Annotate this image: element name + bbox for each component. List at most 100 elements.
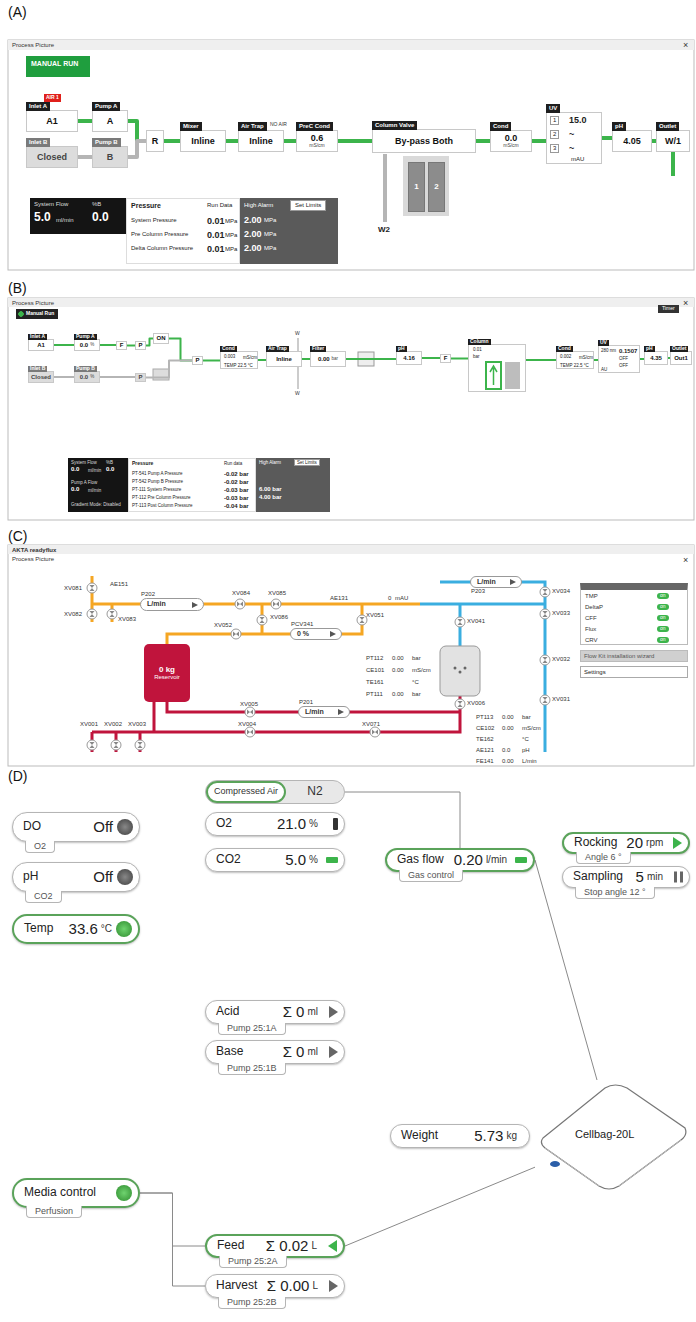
node-text: MPa [225, 246, 237, 253]
node-body: Settings [581, 667, 687, 677]
node-text: Column [468, 339, 491, 345]
layout-shape [245, 727, 255, 737]
node-text: -0.03 bar [224, 495, 249, 502]
control-pill: Gas flow0.20l/minGas control [385, 848, 535, 872]
text-label: FE141 [476, 758, 494, 765]
node-text: Perfusion [26, 1206, 82, 1218]
pipe-connector [226, 139, 238, 143]
text-label: XV004 [238, 721, 256, 728]
node-text: Inlet A [26, 102, 50, 111]
layout-shape [90, 611, 95, 617]
node-text: 1 [550, 116, 559, 125]
process-box: ClosedInlet B [26, 146, 78, 168]
text-label: AKTA readyflux [12, 547, 56, 554]
control-knob [333, 818, 338, 830]
pipe-connector [338, 139, 372, 143]
node-text: Closed [37, 152, 67, 162]
text-label: (D) [8, 768, 27, 784]
node-body: L/min [141, 599, 203, 610]
node-text: 2.00 [244, 243, 262, 253]
layout-shape [247, 730, 253, 735]
node-text: 0.01 [207, 216, 225, 226]
text-label: XV085 [268, 590, 286, 597]
text-label: AE121 [476, 747, 494, 754]
process-box: InlineAir Trap [266, 351, 302, 367]
pipe-connector [476, 139, 490, 143]
node-body: HarvestΣ 0.00L [206, 1275, 344, 1297]
node-body: Rocking20rpm [564, 834, 688, 852]
node-text: P203 [471, 588, 485, 595]
control-knob [116, 1185, 132, 1201]
pipe-connector [54, 344, 74, 346]
text-label: XV006 [467, 700, 485, 707]
layout-shape [454, 667, 457, 670]
layout-shape [370, 727, 380, 737]
control-pill: Rocking20rpmAngle 6 ° [562, 832, 690, 854]
layout-shape [540, 695, 550, 705]
layout-shape [107, 609, 117, 619]
node-text: 20 [626, 834, 643, 851]
layout-shape [111, 740, 121, 750]
node-text: 5.0 [34, 211, 51, 225]
text-label: XV081 [64, 585, 82, 592]
node-text: System Flow [34, 201, 68, 208]
node-text: Inlet B [26, 138, 50, 147]
node-text: Cond [490, 122, 511, 131]
node-text: W/1 [665, 136, 681, 146]
text-label: AE131 [330, 595, 348, 602]
layout-shape [111, 740, 121, 750]
layout-shape [233, 632, 239, 637]
node-text: PT-111 System Pressure [132, 487, 181, 492]
node-text: UV [546, 104, 560, 113]
node-text: on [657, 637, 669, 643]
node-text: P [195, 357, 199, 364]
layout-shape [92, 576, 420, 644]
node-text: Run data [224, 461, 242, 466]
node-text: System Flow [71, 460, 97, 465]
layout-shape [271, 599, 281, 609]
node-text: on [657, 604, 669, 610]
layout-shape [486, 362, 501, 389]
pipe-connector [602, 136, 612, 140]
text-label: XV002 [104, 721, 122, 728]
node-text: Angle 6 ° [576, 852, 631, 864]
pipe-connector [128, 121, 146, 141]
node-text: L/min [477, 578, 496, 586]
node-text: % [309, 818, 318, 830]
layout-shape [245, 727, 255, 737]
node-text: N2 [286, 781, 344, 803]
layout-shape [458, 701, 463, 707]
text-label: 0.00 [392, 655, 404, 662]
text-label: XV032 [552, 656, 570, 663]
text-label: bar [412, 691, 421, 698]
process-box: W/1Outlet [656, 130, 690, 152]
node-text: P201 [299, 699, 313, 706]
layout-shape [247, 710, 253, 715]
process-box: ClosedInlet B [28, 371, 54, 383]
info-panel: High AlarmSet Limits6.00 bar4.00 bar [256, 458, 330, 512]
text-label: mS/cm [522, 725, 541, 732]
node-text: Pump 25:2A [219, 1256, 287, 1268]
control-knob [329, 1046, 338, 1058]
layout-shape [87, 583, 97, 593]
node-text: 0.1507 [619, 348, 637, 355]
node-text: System Pressure [131, 217, 177, 224]
node-text: mS/cm [243, 355, 257, 360]
node-text: rpm [646, 837, 663, 849]
layout-shape [260, 617, 265, 623]
node-text: Acid [216, 1005, 245, 1019]
control-knob [674, 872, 683, 883]
text-label: XV003 [128, 721, 146, 728]
node-body: R [147, 131, 163, 151]
node-text: Delta Column Pressure [131, 245, 193, 252]
node-text: Off [93, 868, 113, 885]
node-text: Set Limits [290, 200, 326, 211]
control-pill: HarvestΣ 0.00LPump 25:2B [205, 1274, 345, 1298]
node-body: O221.0% [206, 813, 344, 835]
node-text: Inline [249, 136, 273, 146]
node-body: 0.6mS/cm [297, 131, 337, 151]
process-box: P [135, 341, 146, 350]
node-text: 0.0 [505, 133, 518, 143]
pipe-connector [127, 345, 135, 347]
control-knob [329, 1280, 338, 1292]
